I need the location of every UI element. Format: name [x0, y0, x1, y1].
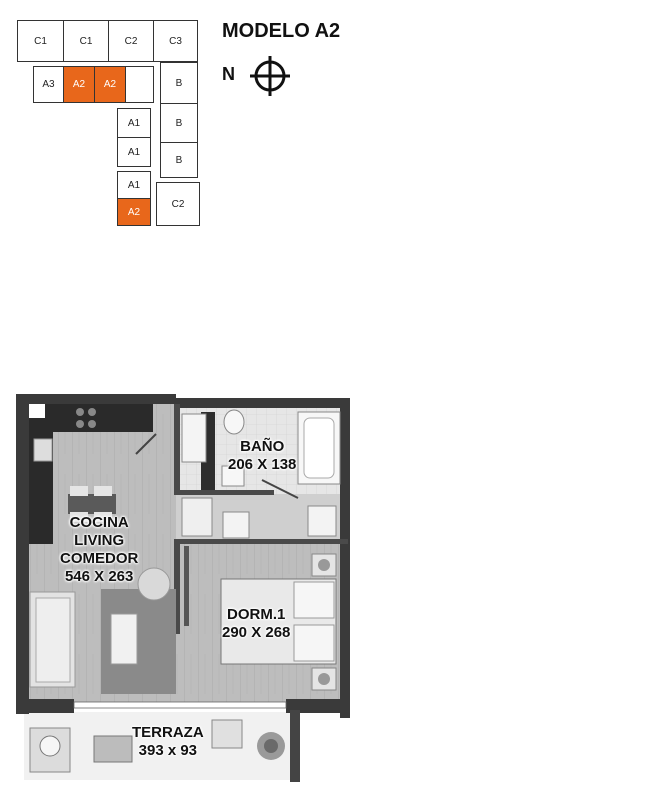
- living-room-dims: 546 X 263: [64, 568, 134, 585]
- bedroom-label: DORM.1 290 X 268: [222, 606, 290, 642]
- terrace-label: TERRAZA 393 x 93: [132, 724, 204, 760]
- living-room-label: COCINA LIVING COMEDOR 546 X 263: [60, 514, 138, 586]
- north-label: N: [222, 64, 235, 84]
- terrace-name: TERRAZA: [132, 724, 204, 741]
- living-room-name-1: COCINA: [69, 514, 129, 531]
- unit-b-3: B: [160, 142, 198, 178]
- unit-c2-bottom: C2: [156, 182, 200, 226]
- unit-a1-2: A1: [117, 137, 151, 167]
- unit-b-1: B: [160, 62, 198, 104]
- bedroom-name: DORM.1: [227, 606, 286, 623]
- living-room-name-2: LIVING: [74, 532, 125, 549]
- model-title: MODELO A2: [222, 20, 341, 42]
- unit-a1-3: A1: [117, 171, 151, 199]
- unit-c1-a: C1: [17, 20, 64, 62]
- bedroom-dims: 290 X 268: [222, 624, 291, 641]
- unit-a2-selected-2: A2: [94, 66, 126, 103]
- unit-c1-b: C1: [63, 20, 109, 62]
- unit-b-2: B: [160, 103, 198, 143]
- bath-label: BAÑO 206 X 138: [228, 438, 296, 474]
- floor-plan-drawing: [16, 394, 350, 782]
- bath-dims: 206 X 138: [228, 456, 297, 473]
- unit-c2-top: C2: [108, 20, 154, 62]
- terrace-dims: 393 x 93: [138, 742, 198, 759]
- unit-c3: C3: [153, 20, 198, 62]
- living-room-name-3: COMEDOR: [60, 550, 139, 567]
- unit-a2-selected-1: A2: [63, 66, 95, 103]
- unit-a3: A3: [33, 66, 64, 103]
- unit-a2-selected-3: A2: [117, 198, 151, 226]
- north-compass-icon: [250, 56, 290, 96]
- unit-a1-1: A1: [117, 108, 151, 138]
- floor-plan: COCINA LIVING COMEDOR 546 X 263 BAÑO 206…: [16, 394, 356, 789]
- bath-name: BAÑO: [240, 438, 285, 455]
- unit-blank: [125, 66, 154, 103]
